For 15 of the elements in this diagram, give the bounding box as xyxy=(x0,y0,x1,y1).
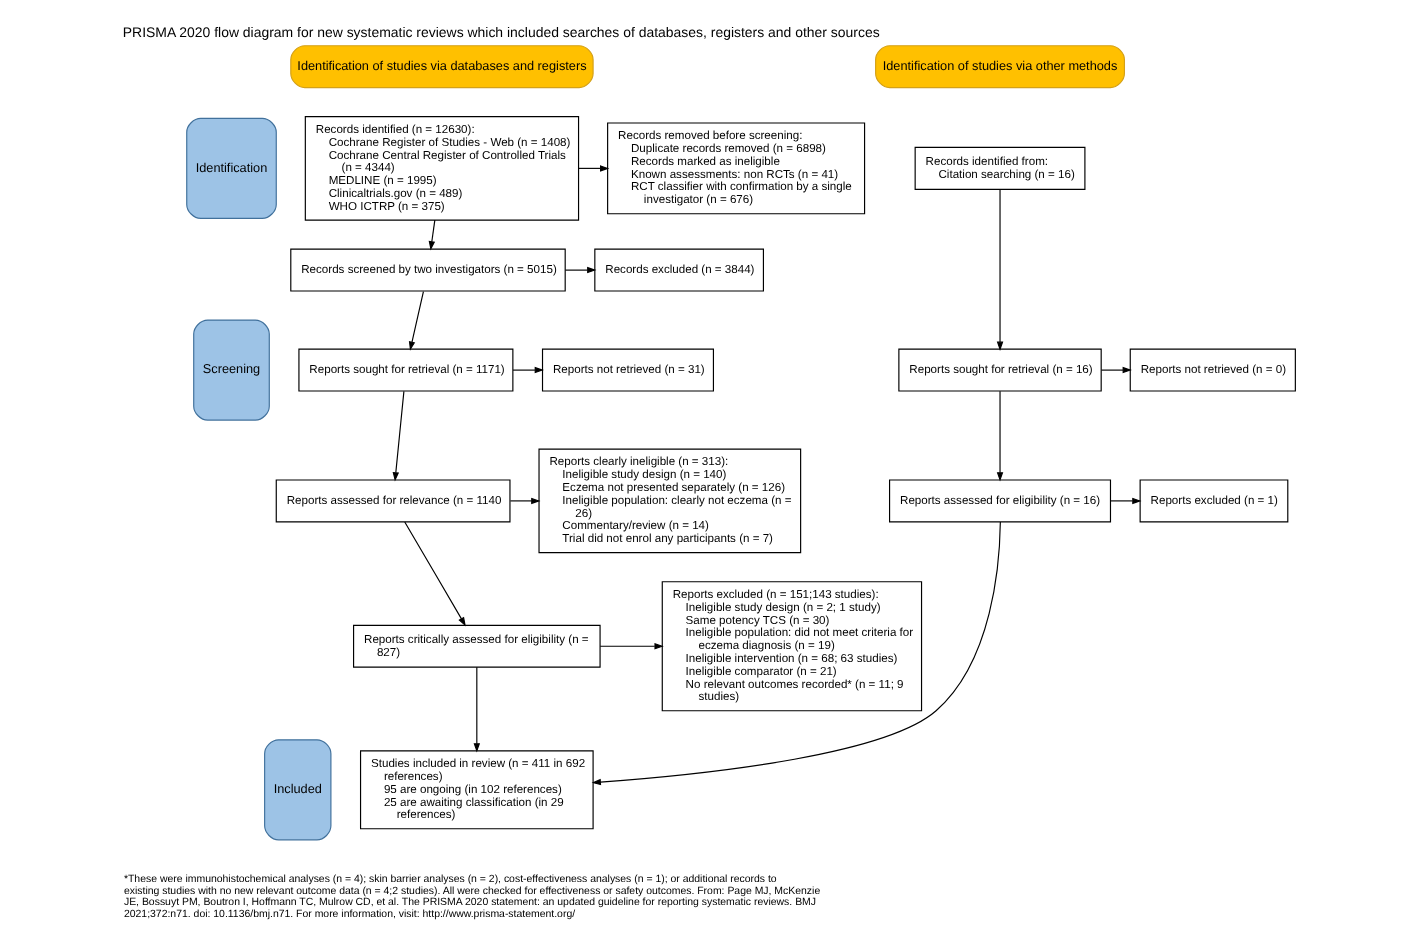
arrow xyxy=(598,643,663,650)
arrow xyxy=(508,497,540,505)
arrow xyxy=(577,165,609,172)
arrow xyxy=(995,390,1003,482)
arrow xyxy=(427,219,435,251)
arrow xyxy=(472,666,480,753)
arrow xyxy=(403,521,465,627)
arrow xyxy=(563,266,596,274)
arrow xyxy=(391,390,404,482)
arrow xyxy=(407,290,423,351)
arrow xyxy=(590,521,1000,786)
arrow xyxy=(1109,497,1141,505)
arrow xyxy=(511,366,543,374)
arrow xyxy=(1099,366,1131,374)
arrow xyxy=(995,188,1003,351)
